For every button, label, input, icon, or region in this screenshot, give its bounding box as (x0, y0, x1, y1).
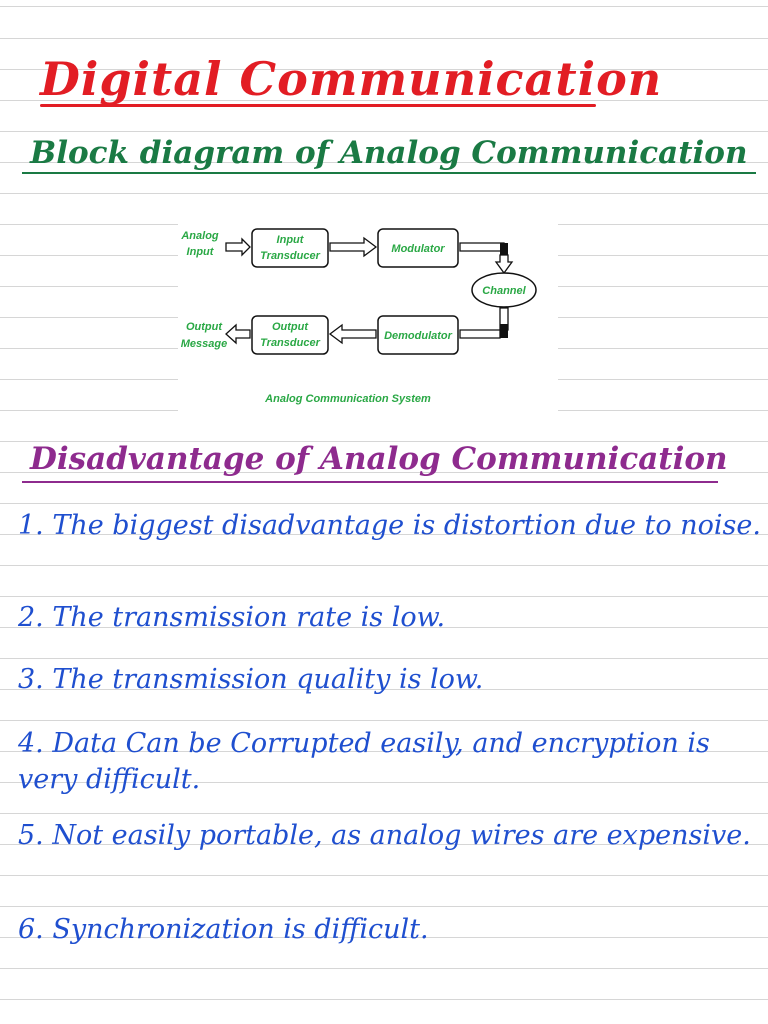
analog-input-label-line2: Input (187, 246, 215, 258)
list-item: 5. Not easily portable, as analog wires … (18, 820, 751, 851)
channel-block (471, 272, 537, 308)
arrow-modulator-to-channel (459, 242, 514, 275)
input-transducer-block (251, 228, 329, 268)
arrow-transducer-to-modulator (329, 236, 378, 258)
diagram-caption: Analog Communication System (264, 393, 431, 405)
arrow-transducer-to-output-message (225, 323, 251, 345)
section-underline-purple (22, 481, 718, 483)
analog-input-label-line1: Analog (180, 230, 219, 242)
output-message-label-line2: Message (181, 338, 227, 350)
title-underline (40, 104, 596, 107)
list-item: 2. The transmission rate is low. (18, 602, 446, 633)
list-item: 6. Synchronization is difficult. (18, 914, 429, 945)
modulator-label: Modulator (391, 243, 445, 255)
output-transducer-label-line2: Transducer (260, 337, 320, 349)
output-transducer-label-line1: Output (272, 321, 309, 333)
input-transducer-label-line2: Transducer (260, 250, 320, 262)
modulator-block (377, 228, 459, 268)
block-diagram: Analog Input Input Transducer Modulator (178, 212, 558, 414)
arrow-demodulator-to-output-transducer (328, 323, 377, 345)
arrow-input-to-transducer (225, 237, 251, 257)
page-title: Digital Communication (40, 52, 663, 106)
section-heading-block-diagram: Block diagram of Analog Communication (30, 135, 748, 171)
channel-label: Channel (482, 285, 526, 297)
demodulator-label: Demodulator (384, 330, 453, 342)
list-item: 3. The transmission quality is low. (18, 664, 484, 695)
arrow-channel-to-demodulator (459, 307, 509, 339)
demodulator-block (377, 315, 459, 355)
list-item: 4. Data Can be Corrupted easily, and enc… (18, 728, 710, 795)
output-transducer-block (251, 315, 329, 355)
section-heading-disadvantages: Disadvantage of Analog Communication (30, 441, 728, 477)
input-transducer-label-line1: Input (277, 234, 305, 246)
list-item: 1. The biggest disadvantage is distortio… (18, 510, 761, 541)
section-underline-green (22, 172, 756, 174)
block-diagram-svg: Analog Input Input Transducer Modulator (180, 228, 537, 405)
output-message-label-line1: Output (186, 321, 223, 333)
